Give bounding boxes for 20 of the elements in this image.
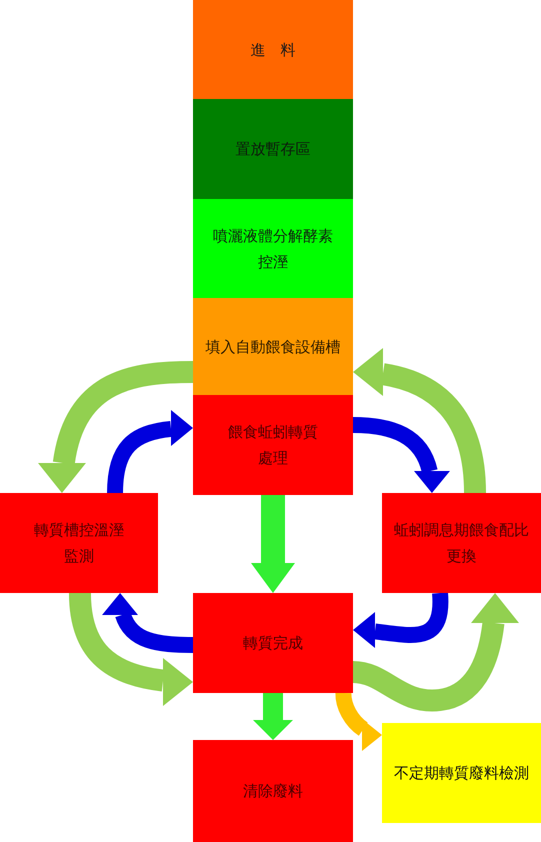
- curved-arrow: [40, 361, 194, 494]
- process-box: 蚯蚓調息期餵食配比更換: [382, 493, 541, 593]
- process-box: 填入自動餵食設備槽: [193, 298, 353, 395]
- process-box: 噴灑液體分解酵素控溼: [193, 199, 353, 298]
- process-box: 轉質槽控溫溼監測: [0, 493, 158, 593]
- process-box: 進 料: [193, 0, 353, 99]
- process-box: 不定期轉質廢料檢測: [382, 723, 541, 823]
- process-box: 轉質完成: [193, 593, 353, 693]
- process-box: 清除廢料: [193, 740, 353, 842]
- curved-arrow: [352, 592, 518, 712]
- process-box: 置放暫存區: [193, 99, 353, 199]
- block-arrow: [253, 693, 293, 740]
- block-arrow: [251, 495, 295, 593]
- curved-arrow: [352, 592, 448, 649]
- block-arrow: [335, 692, 383, 750]
- process-box: 餵食蚯蚓轉質處理: [193, 395, 353, 495]
- curved-arrow: [68, 592, 194, 706]
- curved-arrow: [352, 349, 486, 494]
- curved-arrow: [352, 417, 449, 494]
- curved-arrow: [103, 592, 194, 653]
